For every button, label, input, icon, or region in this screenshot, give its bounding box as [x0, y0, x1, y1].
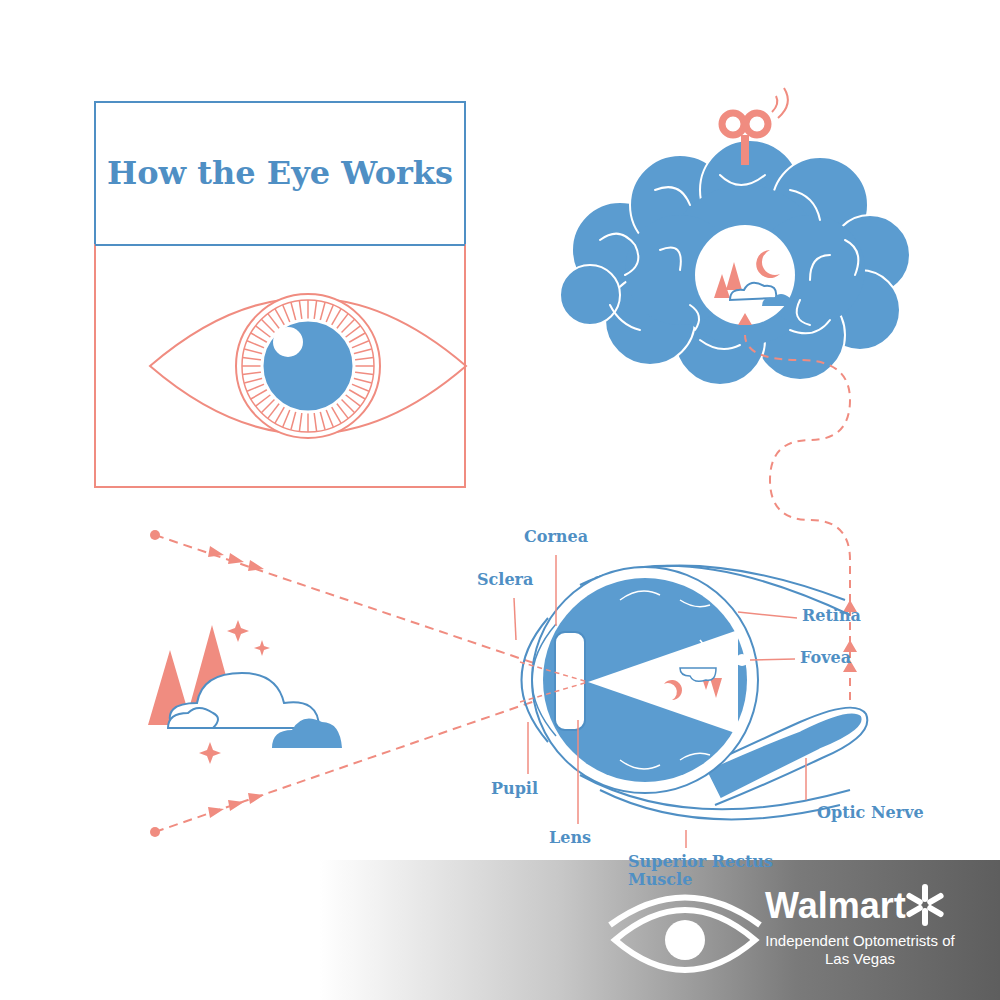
part-label: Lens [549, 829, 591, 847]
diagram-title: How the Eye Works [107, 154, 453, 192]
part-label: Pupil [491, 780, 538, 798]
part-label: Optic Nerve [817, 804, 924, 822]
brand-name: Walmart [765, 885, 906, 927]
part-label: Cornea [524, 528, 588, 546]
part-label: Retina [802, 607, 861, 625]
part-label: Superior Rectus Muscle [628, 853, 778, 890]
part-label: Fovea [800, 649, 851, 667]
part-label: Sclera [477, 571, 533, 589]
brand-subtitle: Independent Optometrists of Las Vegas [760, 932, 960, 968]
